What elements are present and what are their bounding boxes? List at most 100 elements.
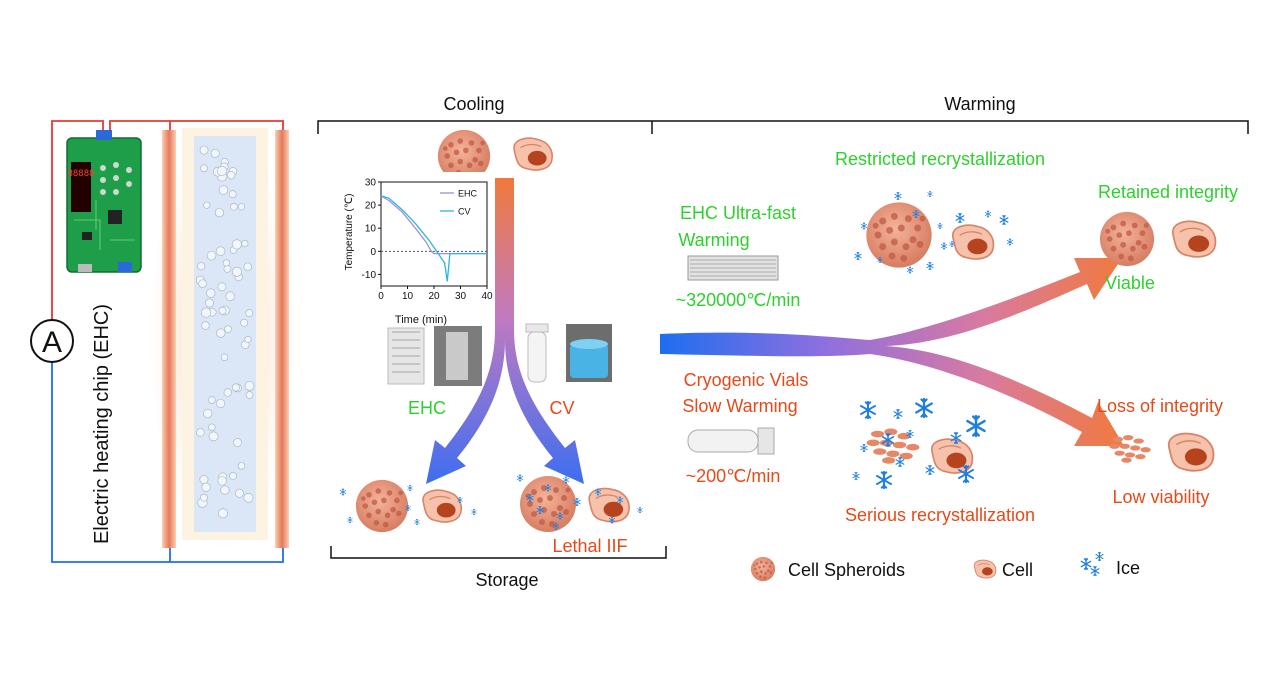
sample-cell-dot — [203, 201, 211, 209]
ice-crystal-icon — [471, 509, 477, 515]
ice-crystal-icon — [516, 474, 524, 482]
ehc-chip-photo — [387, 326, 482, 386]
chart-xlabel: Time (min) — [395, 314, 447, 326]
x-tick-label: 0 — [378, 291, 384, 302]
sample-cell-dot — [208, 423, 216, 432]
stored-spheroid-ehc-icon — [355, 479, 409, 533]
ice-crystal-icon — [854, 252, 862, 260]
ice-crystal-icon — [859, 401, 877, 419]
legend-label-cv: CV — [458, 207, 471, 217]
sample-cell-dot — [218, 306, 227, 315]
ice-crystal-icon — [339, 488, 347, 496]
sample-cell-dot — [214, 208, 225, 218]
stored-cell-ehc-icon — [422, 489, 463, 523]
chart-ylabel: Temperature (℃) — [344, 194, 355, 271]
ice-crystal-icon — [407, 485, 413, 491]
sample-cell-dot — [206, 250, 217, 261]
warming-fork-arrow — [660, 258, 1124, 446]
x-tick-label: 40 — [481, 291, 493, 302]
sample-cell-dot — [199, 475, 209, 484]
blue-wire — [51, 362, 284, 563]
top-bracket — [317, 120, 1249, 134]
sample-cell-dot — [244, 381, 255, 391]
sample-cell-dot — [243, 262, 252, 271]
sample-cell-dot — [200, 164, 208, 173]
legend-ice-icon-2 — [1090, 566, 1100, 576]
heater-plate-left — [162, 130, 176, 548]
sample-cell-dot — [240, 318, 249, 327]
cryovial-icon — [687, 427, 775, 455]
sample-cell-dot — [217, 476, 227, 486]
ice-crystal-icon — [925, 465, 935, 475]
sample-cell-dot — [210, 148, 220, 158]
restricted-recrystallization-label: Restricted recrystallization — [835, 149, 1045, 169]
ammeter-icon — [30, 319, 74, 363]
storage-bracket — [330, 546, 667, 559]
sample-cell-dot — [216, 398, 226, 409]
sample-cell-dot — [206, 288, 216, 298]
ice-crystal-icon — [915, 398, 933, 418]
ice-crystal-icon — [927, 191, 933, 197]
sample-cell-dot — [225, 291, 235, 301]
sample-cell-dot — [208, 431, 219, 442]
ice-crystal-icon — [984, 210, 992, 218]
sample-cell-dot — [218, 185, 229, 195]
legend-spheroids-label: Cell Spheroids — [788, 560, 905, 580]
ice-crystal-icon — [966, 415, 986, 437]
cv-label: CV — [549, 398, 574, 418]
legend-spheroid-icon — [750, 556, 776, 582]
sample-cell-dot — [245, 391, 254, 399]
ice-crystal-icon — [895, 457, 905, 467]
sample-cell-dot — [233, 438, 242, 447]
sample-cell-dot — [201, 321, 210, 330]
x-tick-label: 30 — [455, 291, 467, 302]
sample-cell-dot — [218, 508, 228, 519]
sample-cell-dot — [223, 265, 232, 273]
stored-spheroid-cv-icon — [520, 476, 576, 532]
sample-cell-dot — [231, 266, 242, 277]
sample-cell-dot — [229, 472, 237, 480]
viable-label: Viable — [1105, 273, 1155, 293]
sample-cell-dot — [224, 325, 232, 333]
cv-warming-line2: Slow Warming — [682, 396, 797, 416]
sample-cell-dot — [201, 482, 211, 492]
heater-plate-right — [275, 130, 289, 548]
sample-cell-dot — [244, 335, 252, 344]
sample-cell-dot — [237, 203, 246, 211]
cryovial-photo — [525, 323, 612, 383]
sample-cell-dot — [220, 485, 230, 495]
ice-crystal-icon — [937, 223, 943, 229]
ice-crystal-icon — [893, 409, 903, 419]
ehc-warming-line2: Warming — [678, 230, 749, 250]
warming-broken-spheroid-icon — [866, 428, 920, 464]
cv-warming-rate: ~200℃/min — [686, 466, 781, 486]
sample-cell-dot — [203, 408, 213, 419]
result-spheroid-viable-icon — [1099, 211, 1155, 267]
sample-cell-dot — [217, 282, 227, 292]
sample-cells — [195, 145, 255, 519]
red-wire-left — [51, 120, 104, 320]
sample-cell-dot — [223, 388, 232, 397]
circuit-board-icon: 88888 — [66, 130, 142, 273]
board-display: 88888 — [67, 169, 94, 179]
sample-cell-dot — [231, 239, 242, 250]
ice-crystal-icon — [894, 192, 902, 200]
sample-cell-dot — [237, 462, 246, 470]
sample-cell-dot — [208, 396, 216, 404]
y-tick-label: 20 — [365, 201, 377, 212]
y-tick-label: 30 — [365, 178, 377, 189]
ice-crystal-icon — [999, 215, 1009, 225]
sample-cell-dot — [201, 307, 212, 318]
warming-cell-ehc-icon — [951, 224, 995, 260]
ice-crystal-icon — [926, 262, 934, 270]
sample-cell-dot — [220, 353, 229, 362]
ice-crystal-icon — [347, 517, 353, 523]
result-damaged-cell-icon — [1167, 432, 1215, 472]
ice-crystal-icon — [414, 519, 420, 525]
x-tick-label: 10 — [402, 291, 414, 302]
x-tick-label: 20 — [428, 291, 440, 302]
y-tick-label: -10 — [362, 270, 377, 281]
y-tick-label: 10 — [365, 224, 377, 235]
cv-warming-line1: Cryogenic Vials — [684, 370, 809, 390]
